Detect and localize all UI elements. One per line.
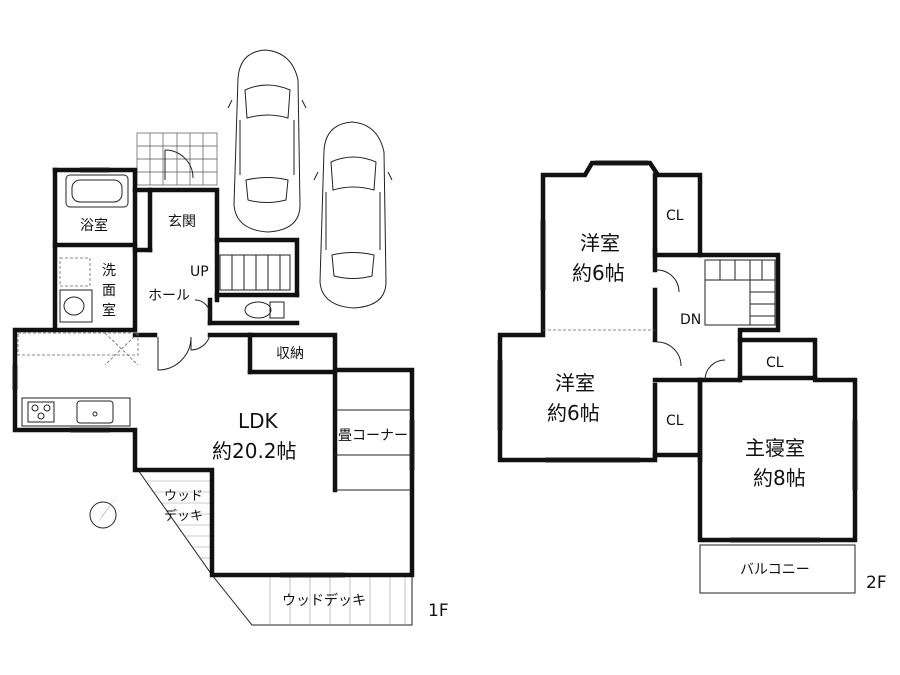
washroom-label-2: 面 — [102, 283, 116, 299]
door-swing — [157, 336, 192, 371]
floor2-walls — [497, 160, 858, 543]
stove-icon — [27, 401, 55, 423]
master-name-label: 主寝室 — [745, 436, 805, 460]
closet-right-label: CL — [766, 355, 784, 371]
kitchen-counter — [21, 397, 131, 427]
deck-side-label-1: ウッド — [164, 489, 203, 504]
floor1-walls — [12, 167, 415, 578]
car-icon — [313, 121, 393, 309]
washroom-label-3: 室 — [102, 302, 116, 319]
sink-icon — [59, 257, 93, 323]
master-size-label: 約8帖 — [753, 466, 806, 490]
car-icon — [227, 49, 307, 233]
floor1-label: 1F — [428, 601, 449, 621]
balcony-label: バルコニー — [740, 562, 810, 578]
ldk-name-label: LDK — [238, 409, 279, 433]
porch-tiles — [136, 132, 218, 186]
western1-size-label: 約6帖 — [572, 261, 625, 285]
door-swing — [190, 334, 211, 351]
closet-mid-label: CL — [666, 413, 684, 429]
deck-side-label-2: デッキ — [164, 508, 203, 524]
door-swing — [656, 341, 682, 367]
washroom-label-1: 洗 — [102, 263, 116, 279]
western1-name-label: 洋室 — [580, 231, 620, 255]
windows-2f — [497, 160, 858, 543]
tatami-corner — [335, 409, 412, 491]
stairs-down-label: DN — [680, 312, 701, 328]
balcony — [699, 544, 856, 594]
closet-top-label: CL — [666, 208, 684, 224]
door-swing — [656, 269, 680, 293]
bathtub-icon — [65, 174, 129, 208]
stairs-1f — [219, 254, 291, 291]
tatami-label: 畳コーナー — [338, 428, 408, 444]
storage-label: 収納 — [276, 346, 304, 362]
hall-label: ホール — [148, 288, 190, 304]
sink-icon — [76, 400, 114, 424]
door-swing — [704, 359, 726, 381]
bath-label: 浴室 — [80, 217, 108, 234]
ldk-size-label: 約20.2帖 — [212, 439, 297, 463]
upper-cabinet — [17, 332, 139, 366]
entrance-label: 玄関 — [168, 213, 196, 230]
stairs-up-label: UP — [190, 264, 209, 280]
floor2-label: 2F — [866, 573, 887, 593]
entrance-door-swing — [164, 149, 194, 179]
western2-size-label: 約6帖 — [547, 401, 600, 425]
western2-name-label: 洋室 — [555, 371, 595, 395]
stairs-2f — [704, 259, 776, 326]
door-swing — [194, 299, 211, 316]
windows-1f — [12, 167, 415, 578]
deck-bottom-label: ウッドデッキ — [282, 592, 366, 609]
toilet-icon — [244, 301, 285, 319]
compass-icon — [89, 495, 118, 529]
